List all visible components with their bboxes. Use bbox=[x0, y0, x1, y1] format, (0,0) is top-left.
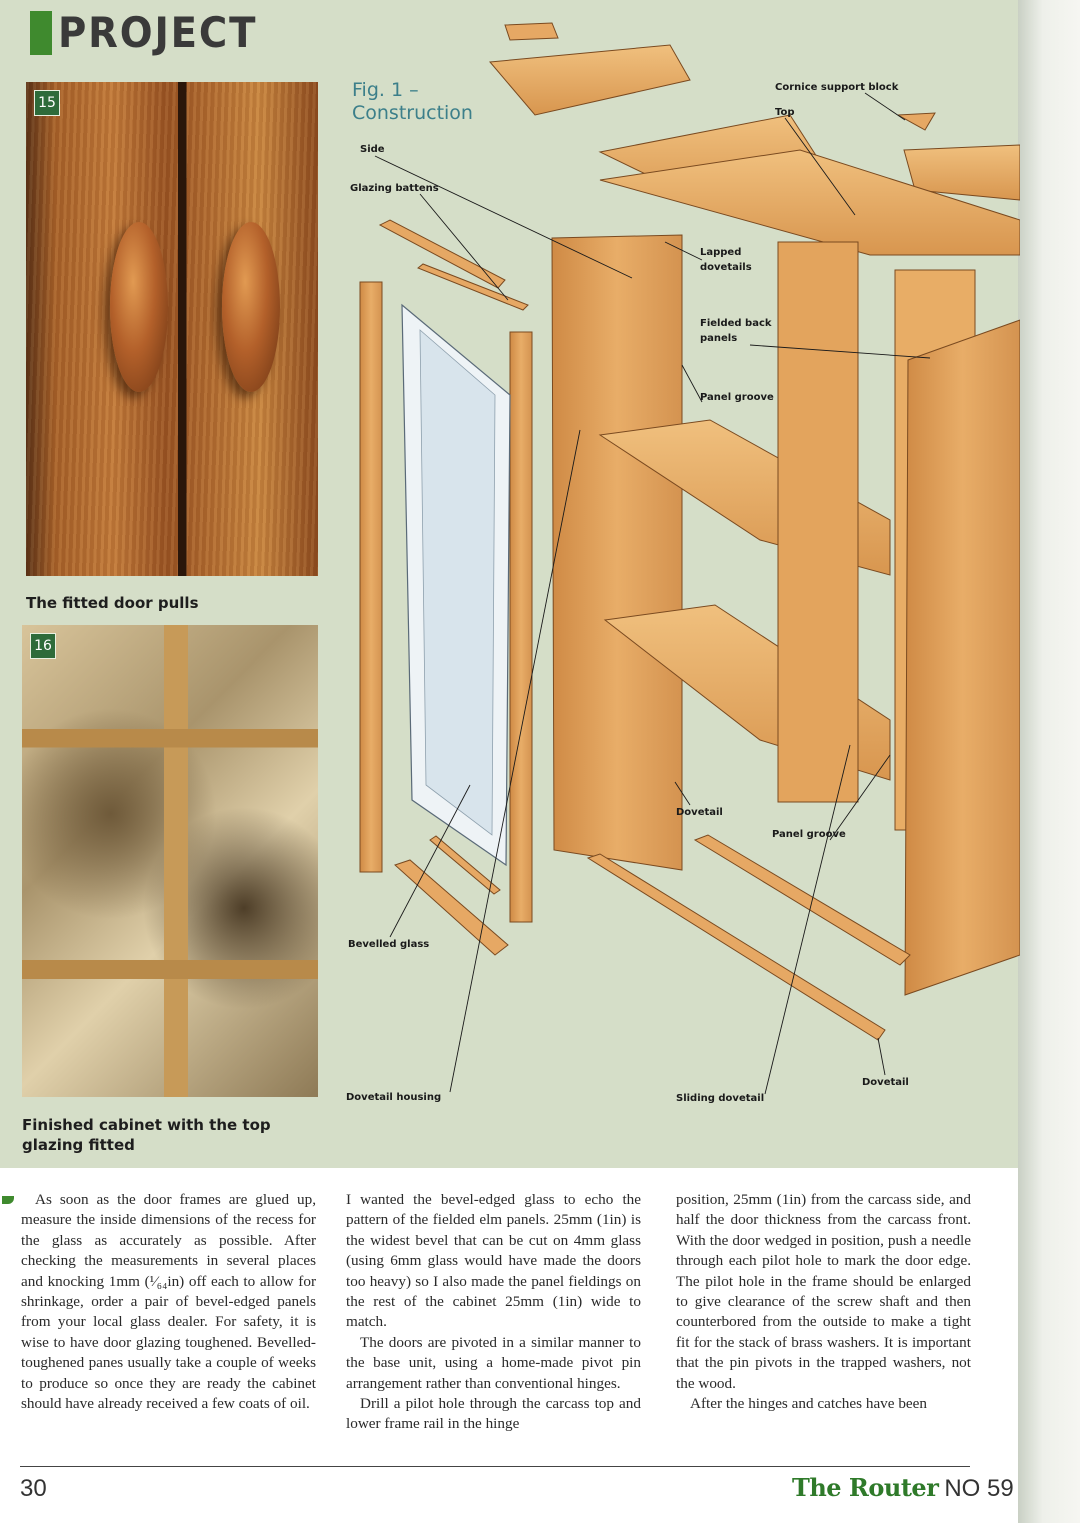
leader-groove bbox=[681, 364, 703, 403]
photo-caption-15: The fitted door pulls bbox=[26, 594, 199, 612]
label-sliding-dovetail: Sliding dovetail bbox=[676, 1093, 764, 1104]
article-column-1: As soon as the door frames are glued up,… bbox=[21, 1190, 316, 1414]
label-top: Top bbox=[775, 107, 795, 118]
bevelled-glass-inner bbox=[419, 329, 496, 836]
cornice-side bbox=[488, 44, 691, 116]
label-lapped-dovetails-2: dovetails bbox=[700, 262, 752, 273]
label-panel-groove-1: Panel groove bbox=[700, 392, 774, 403]
glazing-batten-small bbox=[417, 263, 529, 311]
photo-number-16: 16 bbox=[30, 633, 56, 659]
label-lapped-dovetails-1: Lapped bbox=[700, 247, 741, 258]
glazing-batten-top bbox=[378, 219, 506, 289]
figure-title: Fig. 1 – Construction bbox=[352, 79, 473, 124]
label-cornice-support-block: Cornice support block bbox=[775, 82, 899, 93]
label-side: Side bbox=[360, 144, 385, 155]
photo-caption-16: Finished cabinet with the top glazing fi… bbox=[22, 1116, 271, 1154]
label-dovetail-housing: Dovetail housing bbox=[346, 1092, 441, 1103]
leader-sliding bbox=[764, 744, 851, 1095]
side-panel bbox=[551, 234, 683, 871]
leader-glazing bbox=[419, 193, 509, 301]
page-gutter bbox=[1018, 0, 1080, 1523]
door-pull-left bbox=[110, 222, 168, 392]
photo-number-15: 15 bbox=[34, 90, 60, 116]
photo-door-pulls: 15 bbox=[26, 82, 318, 576]
leader-housing bbox=[449, 429, 581, 1093]
paragraph: position, 25mm (1in) from the carcass si… bbox=[676, 1191, 971, 1392]
paragraph: The doors are pivoted in a similar manne… bbox=[346, 1333, 641, 1392]
cornice-support-block bbox=[896, 112, 936, 131]
label-bevelled-glass: Bevelled glass bbox=[348, 939, 429, 950]
leader-fielded bbox=[749, 344, 931, 359]
page-number: 30 bbox=[20, 1475, 47, 1502]
section-marker bbox=[30, 11, 52, 55]
base-rail-right bbox=[693, 834, 911, 966]
magazine-name: The Router bbox=[792, 1473, 939, 1502]
cornice-right bbox=[903, 144, 1020, 201]
glazing-batten-bottom bbox=[429, 835, 501, 895]
leader-side bbox=[374, 155, 633, 279]
issue-number: NO 59 bbox=[944, 1475, 1014, 1502]
leader-groove-2 bbox=[829, 754, 891, 841]
label-glazing-battens: Glazing battens bbox=[350, 183, 439, 194]
leader-dovetail-1 bbox=[674, 781, 691, 806]
section-header: PROJECT bbox=[30, 8, 275, 58]
footer-rule bbox=[20, 1466, 970, 1467]
paragraph: After the hinges and catches have been bbox=[690, 1395, 927, 1413]
paragraph: Drill a pilot hole through the carcass t… bbox=[346, 1395, 641, 1433]
label-fielded-back-panels-1: Fielded back bbox=[700, 318, 772, 329]
door-pull-right bbox=[222, 222, 280, 392]
front-side-panel bbox=[904, 319, 1020, 996]
fielded-back-panel-1 bbox=[777, 241, 859, 803]
leader-dovetail-2 bbox=[877, 1037, 886, 1076]
door-rail-bottom bbox=[394, 859, 509, 956]
construction-diagram: Cornice support block Top Side Glazing b… bbox=[346, 22, 1020, 1104]
door-stile-right bbox=[509, 331, 533, 923]
label-dovetail-2: Dovetail bbox=[862, 1077, 909, 1088]
base-rail-left bbox=[586, 853, 886, 1041]
article-column-3: position, 25mm (1in) from the carcass si… bbox=[676, 1190, 971, 1414]
leader-top bbox=[784, 117, 856, 216]
leader-lapped bbox=[664, 241, 703, 261]
paragraph: As soon as the door frames are glued up,… bbox=[21, 1191, 316, 1413]
leader-bevelled bbox=[389, 784, 471, 938]
paragraph: I wanted the bevel-edged glass to echo t… bbox=[346, 1191, 641, 1331]
article-column-2: I wanted the bevel-edged glass to echo t… bbox=[346, 1190, 641, 1435]
leader-cornice bbox=[864, 92, 906, 121]
door-stile-left bbox=[359, 281, 383, 873]
cornice-front bbox=[504, 22, 559, 41]
label-dovetail-1: Dovetail bbox=[676, 807, 723, 818]
article-start-marker bbox=[2, 1196, 14, 1204]
photo-finished-cabinet: 16 bbox=[22, 625, 318, 1097]
label-panel-groove-2: Panel groove bbox=[772, 829, 846, 840]
section-title: PROJECT bbox=[58, 8, 258, 57]
label-fielded-back-panels-2: panels bbox=[700, 333, 737, 344]
